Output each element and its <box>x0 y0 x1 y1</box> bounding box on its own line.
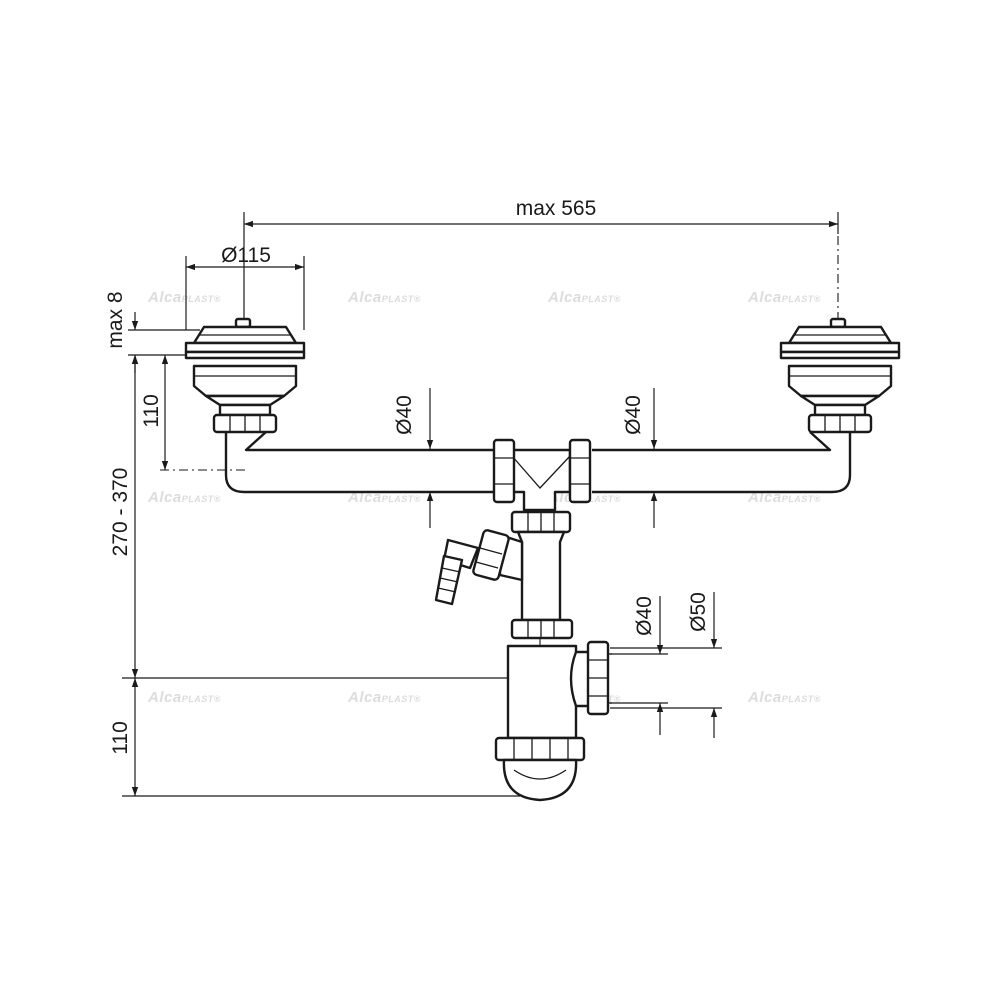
watermark: AlcaPLAST® <box>747 289 821 306</box>
dimension-label-top-gap: max 8 <box>104 291 127 348</box>
dimension-label-left-pipe-diameter: Ø40 <box>393 395 416 435</box>
watermark: AlcaPLAST® <box>747 689 821 706</box>
watermark: AlcaPLAST® <box>547 289 621 306</box>
washing-machine-connector <box>436 529 522 604</box>
bottle-trap <box>496 642 612 800</box>
watermark: AlcaPLAST® <box>147 289 221 306</box>
dimension-label-install-height: 270 - 370 <box>109 468 132 557</box>
dimension-label-strainer-height: 110 <box>140 394 163 427</box>
watermark: AlcaPLAST® <box>147 489 221 506</box>
watermark: AlcaPLAST® <box>347 289 421 306</box>
dimension-strainer-height: 110 <box>140 355 165 470</box>
dimension-install-height: 270 - 370 <box>109 355 135 678</box>
dimension-label-right-pipe-diameter: Ø40 <box>622 395 645 435</box>
dimension-label-outlet-outer: Ø50 <box>687 592 710 632</box>
dimension-left-pipe-diameter: Ø40 <box>393 388 430 528</box>
watermark: AlcaPLAST® <box>347 689 421 706</box>
dimension-right-pipe-diameter: Ø40 <box>622 388 654 528</box>
dimension-overall-width: max 565 <box>244 197 838 330</box>
dimension-label-strainer-diameter: Ø115 <box>221 244 271 267</box>
dimension-label-trap-depth: 110 <box>109 721 132 754</box>
right-sink-strainer <box>781 319 899 432</box>
dimension-strainer-diameter: Ø115 <box>186 244 304 330</box>
tee-fitting <box>494 440 590 510</box>
dimension-outlet-diameters: Ø40 Ø50 <box>610 592 722 738</box>
dimension-label-overall-width: max 565 <box>516 197 597 220</box>
dimension-label-outlet-inner: Ø40 <box>633 596 656 636</box>
left-sink-strainer <box>186 319 304 432</box>
watermark: AlcaPLAST® <box>147 689 221 706</box>
